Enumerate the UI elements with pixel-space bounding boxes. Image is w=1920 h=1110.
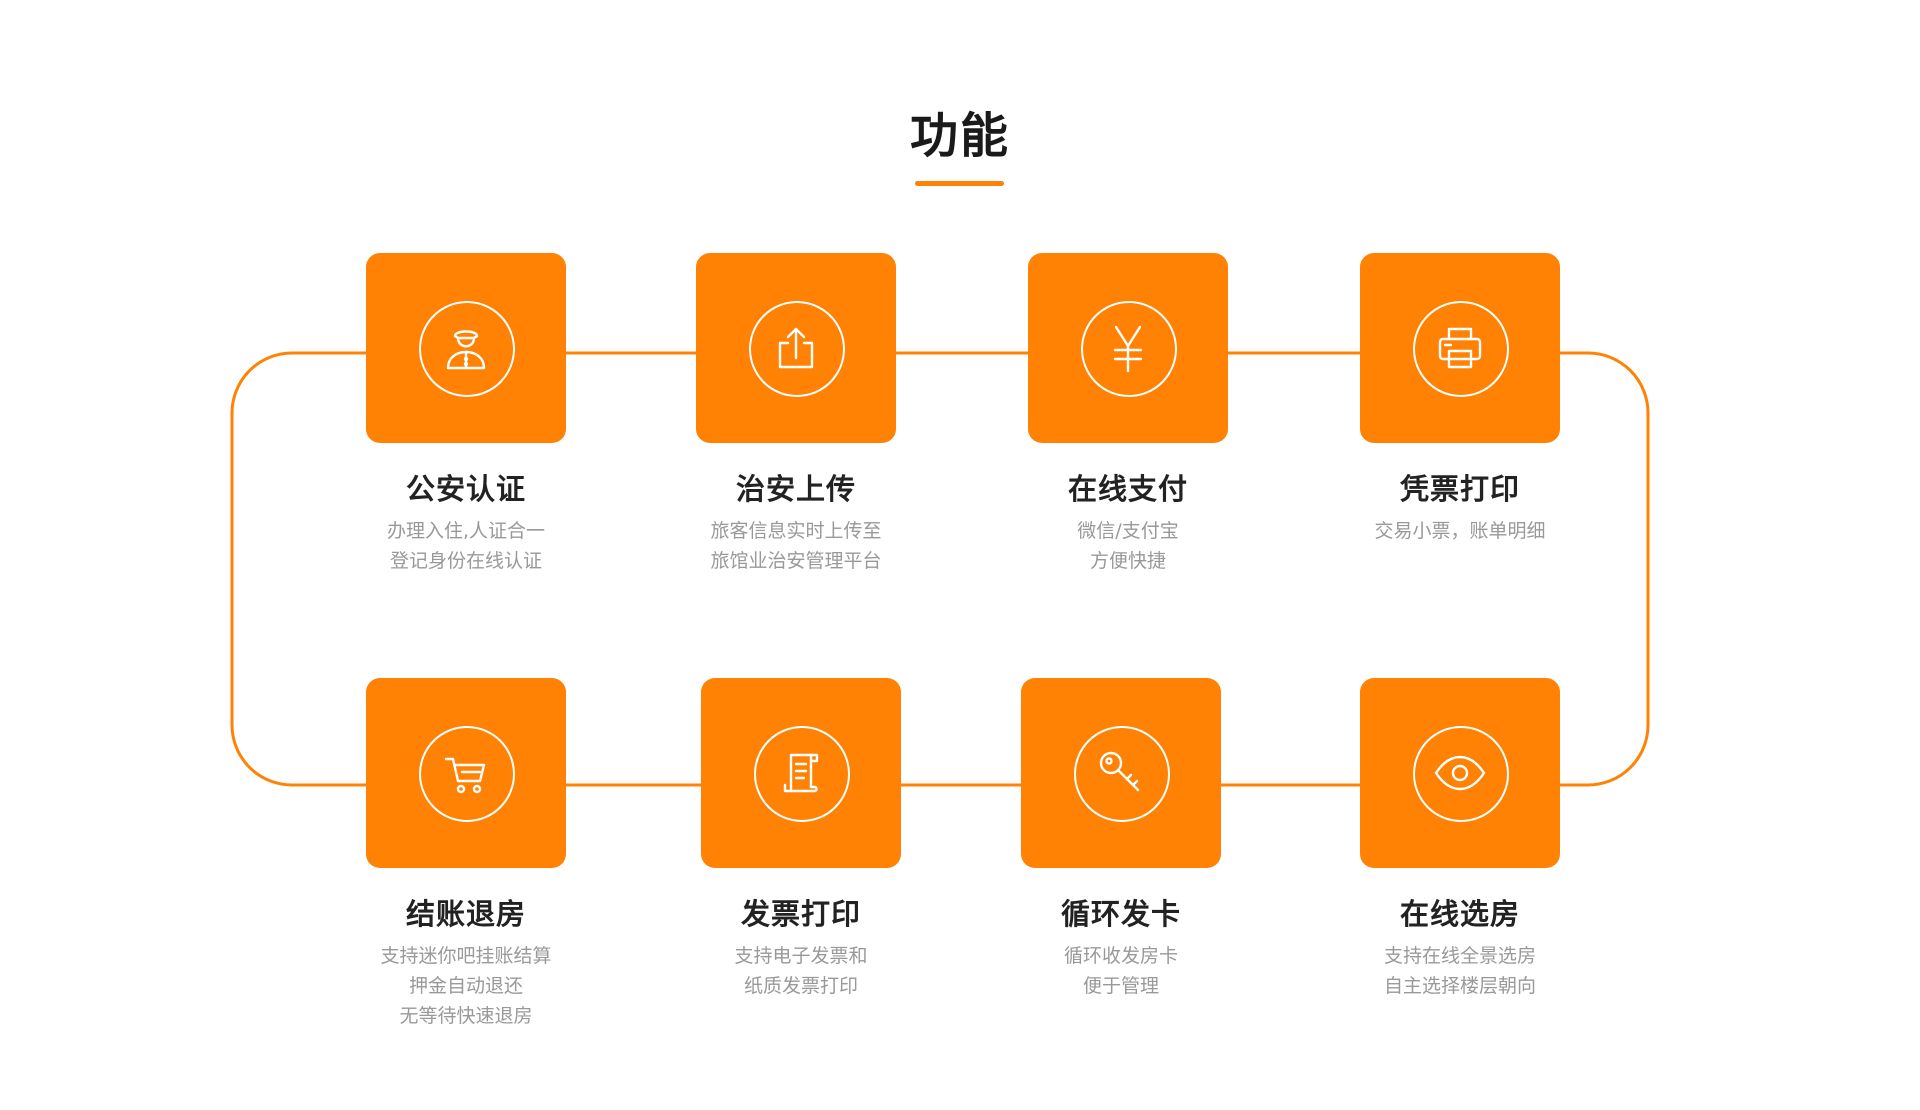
key-icon [1099, 751, 1140, 792]
desc-line: 方便快捷 [1089, 550, 1166, 572]
feature-room-selection[interactable]: 在线选房 支持在线全景选房 自主选择楼层朝向 [1290, 678, 1630, 1008]
icon-ring [419, 726, 515, 822]
icon-ring [749, 301, 845, 397]
feature-desc: 旅客信息实时上传至 旅馆业治安管理平台 [626, 516, 966, 576]
desc-line: 旅馆业治安管理平台 [710, 550, 882, 572]
desc-line: 交易小票，账单明细 [1374, 520, 1546, 542]
yuan-icon [1113, 325, 1143, 373]
icon-ring [419, 301, 515, 397]
desc-line: 支持电子发票和 [734, 945, 868, 967]
feature-desc: 支持迷你吧挂账结算 押金自动退还 无等待快速退房 [296, 941, 636, 1031]
icon-ring [1074, 726, 1170, 822]
feature-desc: 微信/支付宝 方便快捷 [958, 516, 1298, 576]
feature-name: 循环发卡 [1060, 897, 1181, 931]
feature-name: 结账退房 [405, 897, 526, 931]
icon-ring [1413, 301, 1509, 397]
upload-icon [778, 327, 814, 369]
desc-line: 办理入住,人证合一 [386, 520, 546, 542]
feature-name: 公安认证 [405, 472, 526, 506]
icon-ring [1413, 726, 1509, 822]
desc-line: 循环收发房卡 [1063, 945, 1178, 967]
feature-card-dispensing[interactable]: 循环发卡 循环收发房卡 便于管理 [951, 678, 1291, 1008]
page-title: 功能 [909, 108, 1010, 164]
feature-tile [701, 678, 901, 868]
feature-name: 在线选房 [1399, 897, 1520, 931]
officer-icon [446, 330, 486, 370]
feature-police-verification[interactable]: 公安认证 办理入住,人证合一 登记身份在线认证 [296, 253, 636, 583]
feature-tile [1360, 678, 1560, 868]
feature-tile [696, 253, 896, 443]
feature-tile [366, 678, 566, 868]
desc-line: 押金自动退还 [408, 975, 523, 997]
feature-invoice-print[interactable]: 发票打印 支持电子发票和 纸质发票打印 [631, 678, 971, 1008]
feature-desc: 交易小票，账单明细 [1290, 516, 1630, 546]
desc-line: 支持在线全景选房 [1383, 945, 1536, 967]
feature-name: 凭票打印 [1399, 472, 1520, 506]
desc-line: 自主选择楼层朝向 [1383, 975, 1536, 997]
desc-line: 支持迷你吧挂账结算 [380, 945, 552, 967]
feature-tile [1360, 253, 1560, 443]
feature-tile [1021, 678, 1221, 868]
icon-ring [1081, 301, 1177, 397]
desc-line: 纸质发票打印 [743, 975, 858, 997]
feature-security-upload[interactable]: 治安上传 旅客信息实时上传至 旅馆业治安管理平台 [626, 253, 966, 583]
feature-desc: 循环收发房卡 便于管理 [951, 941, 1291, 1001]
feature-desc: 支持电子发票和 纸质发票打印 [631, 941, 971, 1001]
cart-icon [444, 757, 486, 794]
desc-line: 无等待快速退房 [399, 1005, 533, 1027]
feature-online-payment[interactable]: 在线支付 微信/支付宝 方便快捷 [958, 253, 1298, 583]
invoice-icon [783, 753, 819, 793]
feature-receipt-print[interactable]: 凭票打印 交易小票，账单明细 [1290, 253, 1630, 583]
feature-tile [1028, 253, 1228, 443]
feature-tile [366, 253, 566, 443]
feature-name: 在线支付 [1067, 472, 1188, 506]
desc-line: 登记身份在线认证 [389, 550, 542, 572]
icon-ring [754, 726, 850, 822]
feature-checkout[interactable]: 结账退房 支持迷你吧挂账结算 押金自动退还 无等待快速退房 [296, 678, 636, 1038]
desc-line: 便于管理 [1082, 975, 1159, 997]
eye-icon [1434, 755, 1486, 791]
feature-desc: 支持在线全景选房 自主选择楼层朝向 [1290, 941, 1630, 1001]
feature-name: 发票打印 [740, 897, 861, 931]
printer-icon [1438, 327, 1482, 369]
title-underline [915, 181, 1004, 186]
feature-name: 治安上传 [735, 472, 856, 506]
desc-line: 微信/支付宝 [1077, 520, 1179, 542]
feature-desc: 办理入住,人证合一 登记身份在线认证 [296, 516, 636, 576]
desc-line: 旅客信息实时上传至 [710, 520, 882, 542]
